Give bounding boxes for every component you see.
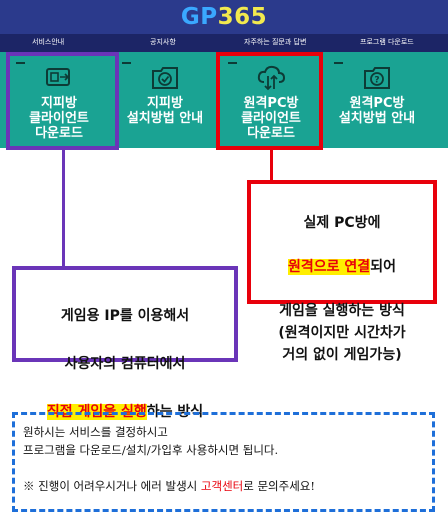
service-tiles [0,52,448,148]
notice-line2: 프로그램을 다운로드/설치/가입후 사용하시면 됩니다. [23,443,279,457]
direct-callout-line2: 사용자의 컴퓨터에서 [64,356,186,372]
nav-item-service-guide[interactable]: 서비스안내 [32,38,65,46]
remote-callout-line1: 실제 PC방에 [303,215,381,231]
logo-number: 365 [217,4,268,30]
tile-dash [334,62,343,64]
settings-check-icon [152,67,178,89]
notice-spacer [23,459,424,477]
remote-callout-line2-suffix: 되어 [370,259,396,275]
tile-dash [228,62,237,64]
main-nav [0,34,448,52]
direct-callout-line1: 게임용 IP를 이용해서 [60,308,190,324]
direct-play-highlight-box [6,52,119,150]
site-logo[interactable]: GP365 [0,4,448,30]
tile-label: 지피방 클라이언트 다운로드 [29,96,89,141]
help-question-icon: ? [364,67,390,89]
tile-label: 지피방 설치방법 안내 [126,96,204,126]
remote-play-highlight-box [216,52,323,150]
customer-center-link[interactable]: 고객센터 [200,479,244,493]
tile-gpbang-client-download[interactable]: 지피방 클라이언트 다운로드 [6,52,112,148]
notice-line1: 원하시는 서비스를 결정하시고 [23,425,168,439]
tile-dash [16,62,25,64]
svg-text:?: ? [374,76,379,86]
remote-callout-highlight: 원격으로 연결 [288,259,371,275]
nav-item-program-download[interactable]: 프로그램 다운로드 [360,38,414,46]
nav-item-notices[interactable]: 공지사항 [150,38,176,46]
notice-line3-suffix: 로 문의주세요! [243,479,315,493]
tile-remote-pc-install-guide[interactable]: ? 원격PC방 설치방법 안내 [324,52,430,148]
client-download-icon [46,68,70,86]
tile-label: 원격PC방 설치방법 안내 [338,96,416,126]
logo-prefix: GP [180,4,218,30]
notice-line3-prefix: ※ 진행이 어려우시거나 에러 발생시 [23,479,201,493]
notice-line3: ※ 진행이 어려우시거나 에러 발생시 고객센터로 문의주세요! [23,477,424,495]
remote-connector-line [270,150,273,182]
direct-play-callout: 게임용 IP를 이용해서 사용자의 컴퓨터에서 직접 게임을 실행하는 방식 [12,266,238,420]
remote-callout-rest: 게임을 실행하는 방식 (원격이지만 시간차가 거의 없이 게임가능) [278,303,406,363]
direct-connector-line [62,150,65,268]
tile-gpbang-install-guide[interactable]: 지피방 설치방법 안내 [112,52,218,148]
cloud-transfer-icon [257,65,286,91]
tile-label: 원격PC방 클라이언트 다운로드 [241,96,301,141]
remote-play-callout: 실제 PC방에 원격으로 연결되어 게임을 실행하는 방식 (원격이지만 시간차… [247,180,437,363]
tile-dash [122,62,131,64]
nav-item-faq[interactable]: 자주하는 질문과 답변 [244,38,307,46]
notice-box: 원하시는 서비스를 결정하시고 프로그램을 다운로드/설치/가입후 사용하시면 … [12,412,435,512]
tile-remote-pc-client-download[interactable]: 원격PC방 클라이언트 다운로드 [218,52,324,148]
